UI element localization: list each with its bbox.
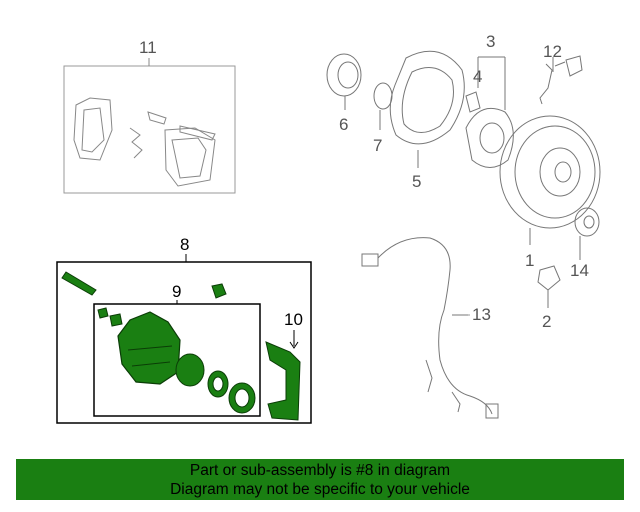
hub-nut: [537, 265, 561, 291]
abs-sensor-group: [361, 237, 499, 419]
hub-assembly-group: [326, 50, 601, 308]
pad-clip-1: [147, 111, 167, 125]
pad-kit-box: [63, 65, 236, 194]
caliper-bracket: [265, 341, 301, 421]
caliper-assembly-group: [56, 254, 312, 424]
callout-10: 10: [284, 310, 303, 329]
snap-ring: [373, 82, 393, 110]
callout-2: 2: [542, 312, 552, 331]
wheel-bearing: [326, 53, 362, 97]
pad-clip-2: [179, 125, 216, 141]
callout-12: 12: [543, 42, 562, 61]
callout-7: 7: [373, 136, 383, 155]
callout-9: 9: [172, 282, 182, 301]
callout-6: 6: [339, 115, 349, 134]
guide-pin: [61, 271, 97, 296]
callout-3: 3: [486, 32, 496, 51]
bleeder-cap: [211, 283, 227, 299]
dust-shield: [389, 50, 465, 145]
callout-14: 14: [570, 261, 589, 280]
brake-hose: [539, 63, 553, 105]
sensor-wire: [377, 237, 493, 415]
callout-5: 5: [412, 172, 422, 191]
callout-11: 11: [139, 38, 157, 57]
brake-pad-kit-group: [63, 58, 236, 194]
sensor-connector: [361, 253, 379, 267]
hub-bolt: [465, 91, 481, 113]
banner-line-2: Diagram may not be specific to your vehi…: [170, 480, 470, 498]
hub-cap: [574, 207, 600, 237]
banner-line-1: Part or sub-assembly is #8 in diagram: [189, 461, 451, 479]
pad-spring: [129, 127, 143, 159]
wheel-hub: [465, 108, 514, 168]
info-banner: Part or sub-assembly is #8 in diagram Di…: [16, 459, 624, 500]
brake-rotor: [499, 115, 601, 229]
parts-diagram: [56, 50, 601, 424]
brake-pad-right: [164, 127, 216, 187]
small-bolt-1: [97, 307, 109, 319]
callout-4: 4: [473, 67, 483, 86]
brake-pad-left: [73, 97, 113, 161]
caliper-subassembly-box: [93, 303, 261, 417]
callout-1: 1: [525, 251, 535, 270]
caliper-assembly-box: [56, 261, 312, 424]
callout-8: 8: [180, 235, 190, 254]
caliper-piston: [175, 353, 205, 387]
callout-13: 13: [472, 305, 491, 324]
small-bolt-2: [109, 313, 123, 327]
